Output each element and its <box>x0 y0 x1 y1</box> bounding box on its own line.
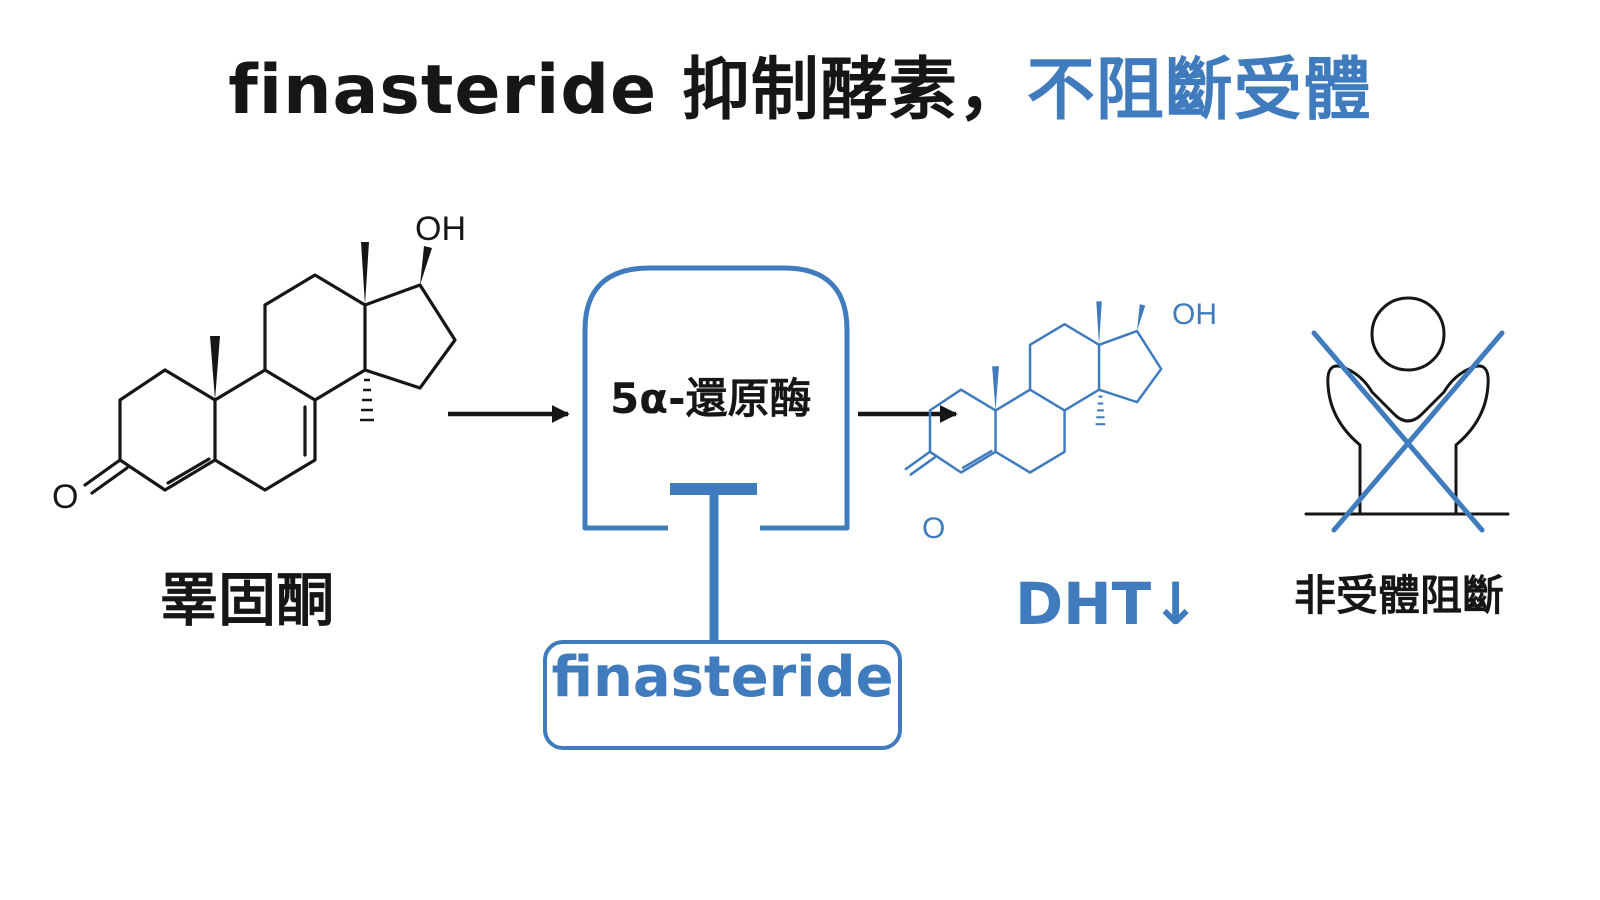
testosterone-label: 睪固酮 <box>160 566 335 634</box>
title-accent: 不阻斷受體 <box>1026 51 1372 130</box>
testosterone-o-label: O <box>52 478 78 516</box>
dht-o-label: O <box>922 512 945 545</box>
finasteride-label: finasteride <box>551 645 894 710</box>
testosterone-oh-wedge <box>420 246 432 285</box>
page-title: finasteride 抑制酵素，不阻斷受體 <box>0 34 1600 133</box>
finasteride-box <box>543 640 902 750</box>
testosterone-structure <box>83 273 457 495</box>
title-main: finasteride 抑制酵素， <box>228 51 1027 130</box>
cross-out-icon <box>1311 330 1505 533</box>
enzyme-shape <box>582 265 850 531</box>
inhibition-t-bar-icon <box>670 483 757 642</box>
dht-structure <box>904 301 1163 476</box>
testosterone-methyl-wedge-1 <box>210 336 220 400</box>
non-receptor-label: 非受體阻斷 <box>1294 571 1505 620</box>
testosterone-hash-bond <box>360 378 374 422</box>
enzyme-label: 5α-還原酶 <box>610 374 812 423</box>
dht-label: DHT↓ <box>1015 570 1200 638</box>
testosterone-methyl-wedge-2 <box>361 242 369 305</box>
dht-oh-label: OH <box>1172 298 1217 331</box>
person-receptor-icon <box>1304 296 1510 516</box>
testosterone-oh-label: OH <box>415 210 466 248</box>
